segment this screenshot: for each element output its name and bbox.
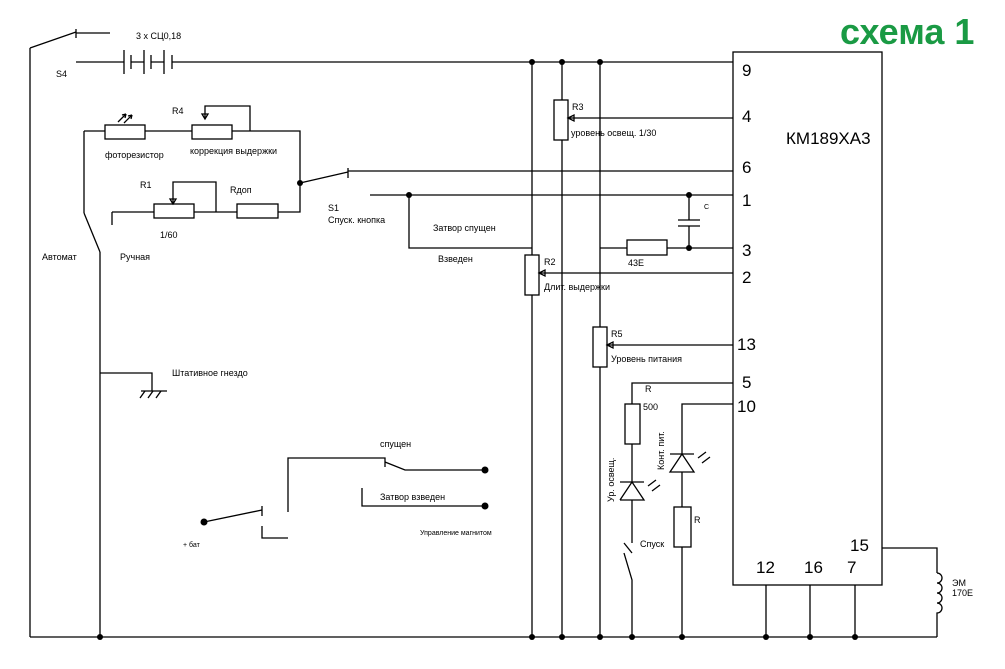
pin-10-label: 10 xyxy=(737,397,756,416)
shutter-button-label: Спуск. кнопка xyxy=(328,215,385,225)
em-label: ЭМ xyxy=(952,578,966,588)
magnet-control-label: Управление магнитом xyxy=(420,530,492,537)
release-label: Спуск xyxy=(640,539,664,549)
junction-dot xyxy=(686,192,692,198)
light-level-vertical-label: Ур. освещ. xyxy=(606,458,616,502)
junction-dot xyxy=(852,634,858,640)
pin-2-label: 2 xyxy=(742,268,751,287)
tripod-socket-ground xyxy=(100,372,167,399)
r-top-label: R xyxy=(645,384,652,394)
junction-dot xyxy=(597,59,603,65)
cocked-label: Взведен xyxy=(438,254,473,264)
light-level-led-branch xyxy=(619,382,733,637)
junction-dot xyxy=(97,634,103,640)
tripod-socket-label: Штативное гнездо xyxy=(172,368,248,378)
pin-15-label: 15 xyxy=(850,536,869,555)
pin-9-label: 9 xyxy=(742,61,751,80)
pin-7-label: 7 xyxy=(847,558,856,577)
resistor-rdop xyxy=(236,203,279,219)
shutter-released-label: Затвор спущен xyxy=(433,223,496,233)
pin-13-label: 13 xyxy=(737,335,756,354)
battery-label: 3 х СЦ0,18 xyxy=(136,31,181,41)
bottom-pin-wires xyxy=(765,547,943,637)
resistor-r3-group xyxy=(553,99,733,141)
r1-label: R1 xyxy=(140,180,152,190)
junction-dot xyxy=(406,192,412,198)
photoresistor-label: фоторезистор xyxy=(105,150,164,160)
pin-1-label: 1 xyxy=(742,191,751,210)
junction-dot xyxy=(529,634,535,640)
pin-16-label: 16 xyxy=(804,558,823,577)
pin-3-label: 3 xyxy=(742,241,751,260)
power-level-label: Уровень питания xyxy=(611,354,682,364)
s1-label: S1 xyxy=(328,203,339,213)
plus-bat-label: + бат xyxy=(183,541,201,549)
magnet-control-switches xyxy=(203,457,485,539)
em-170e-label: 170Е xyxy=(952,588,973,598)
r4-label: R4 xyxy=(172,106,184,116)
switch-s4-label: S4 xyxy=(56,69,67,79)
schematic-title: схема 1 xyxy=(840,11,974,52)
pin-5-label: 5 xyxy=(742,373,751,392)
junction-dot xyxy=(763,634,769,640)
power-check-vertical-label: Конт. пит. xyxy=(656,431,666,470)
exposure-length-label: Длит. выдержки xyxy=(544,282,610,292)
junction-dot xyxy=(807,634,813,640)
r-500-label: 500 xyxy=(643,402,658,412)
resistor-r2-group xyxy=(524,254,733,296)
r1-network xyxy=(83,181,301,637)
pin-4-label: 4 xyxy=(742,107,751,126)
auto-mode-label: Автомат xyxy=(42,252,77,262)
chip-name: КМ189ХА3 xyxy=(786,129,871,148)
capacitor-c-label: C xyxy=(704,204,709,211)
terminal-released xyxy=(481,466,489,474)
switch-s1 xyxy=(299,168,733,196)
resistor-r5 xyxy=(592,326,608,368)
resistor-r3 xyxy=(553,99,569,141)
rdop-label: Rдоп xyxy=(230,185,252,195)
junction-dot xyxy=(629,634,635,640)
resistor-r5-group xyxy=(592,326,733,368)
resistor-500 xyxy=(624,403,641,445)
shutter-cocked-label: Затвор взведен xyxy=(380,492,445,502)
light-level-130-label: уровень освещ. 1/30 xyxy=(571,128,656,138)
r5-label: R5 xyxy=(611,329,623,339)
junction-dot xyxy=(529,59,535,65)
junction-dot xyxy=(679,634,685,640)
terminal-plus-bat xyxy=(200,518,208,526)
manual-mode-label: Ручная xyxy=(120,252,150,262)
pin-12-label: 12 xyxy=(756,558,775,577)
junction-dot xyxy=(559,59,565,65)
power-check-led-branch xyxy=(668,403,733,637)
shutter-switch xyxy=(408,195,733,256)
junction-dot xyxy=(559,634,565,640)
r2-label: R2 xyxy=(544,257,556,267)
junction-dot xyxy=(686,245,692,251)
pin-6-label: 6 xyxy=(742,158,751,177)
exposure-correction-label: коррекция выдержки xyxy=(190,146,277,156)
resistor-r1 xyxy=(153,203,195,219)
r1-value-label: 1/60 xyxy=(160,230,178,240)
r3-label: R3 xyxy=(572,102,584,112)
resistor-r-bottom xyxy=(673,506,692,548)
resistor-r2 xyxy=(524,254,540,296)
released-label: спущен xyxy=(380,439,411,449)
battery-symbol xyxy=(118,50,173,74)
resistor-r4 xyxy=(191,124,233,140)
junction-dot xyxy=(597,634,603,640)
photoresistor xyxy=(104,124,146,140)
photoresistor-network xyxy=(83,105,301,213)
terminal-cocked xyxy=(481,502,489,510)
r-bottom-label: R xyxy=(694,515,701,525)
resistor-43e-label: 43Е xyxy=(628,258,644,268)
resistor-43e xyxy=(626,239,668,256)
chip-km189ha3 xyxy=(732,51,883,586)
